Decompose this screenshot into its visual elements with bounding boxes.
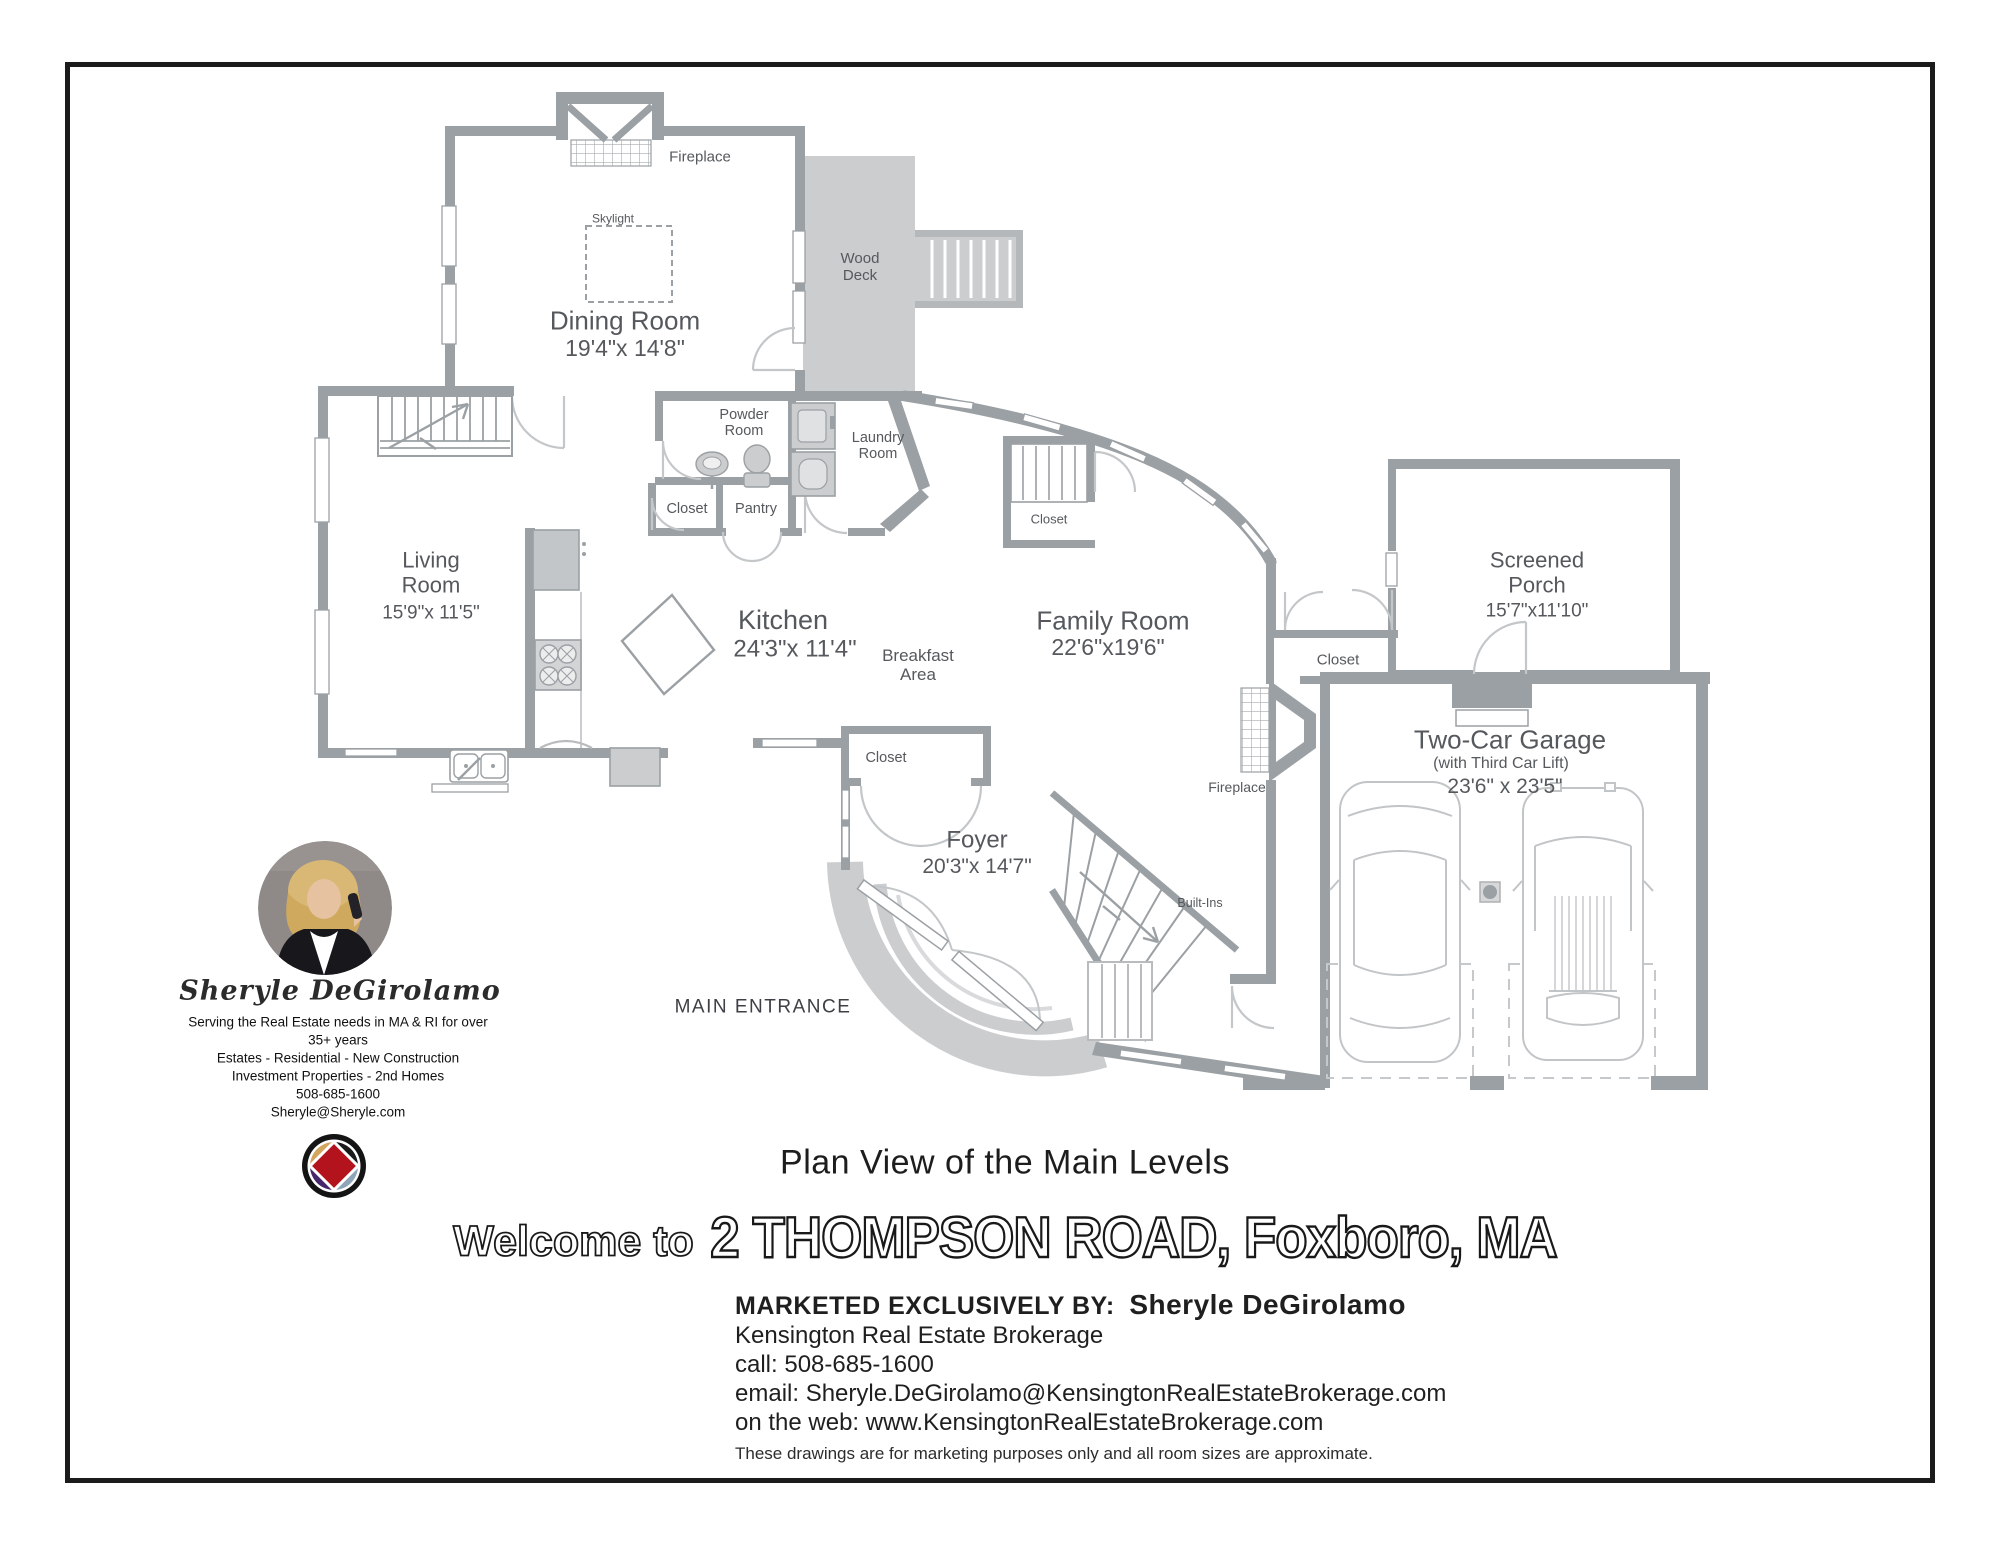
- agent-services-1: Estates - Residential - New Construction: [216, 1050, 460, 1066]
- contact-web: on the web: www.KensingtonRealEstateBrok…: [735, 1409, 1324, 1436]
- closet-center-label: Closet: [1030, 511, 1068, 527]
- room-label-wood-deck: Wood Deck: [840, 250, 880, 284]
- agent-tagline-1: Serving the Real Estate needs in MA & RI…: [188, 1014, 488, 1030]
- room-dims-garage: 23'6" x 23'5": [1447, 775, 1563, 799]
- fireplace-dining: [556, 92, 664, 167]
- agent-phone: 508-685-1600: [295, 1086, 381, 1102]
- room-dims-family: 22'6"x19'6": [1051, 634, 1165, 661]
- room-dims-screened-porch: 15'7"x11'10": [1485, 600, 1589, 622]
- skylight-outline: [585, 225, 673, 303]
- fireplace-family-label: Fireplace: [1208, 779, 1266, 796]
- stairs-upper-hall: [377, 395, 513, 457]
- room-dims-kitchen: 24'3"x 11'4": [733, 635, 857, 663]
- garage-entry-steps: [1455, 709, 1529, 727]
- brokerage-name: Kensington Real Estate Brokerage: [735, 1322, 1104, 1349]
- marketed-agent-name: Sheryle DeGirolamo: [1129, 1289, 1406, 1320]
- garage-parking-spaces: [1326, 963, 1656, 1079]
- welcome-prefix: Welcome to: [452, 1217, 694, 1267]
- car-suv: [1512, 782, 1654, 1061]
- wood-deck-area: [803, 156, 1023, 391]
- main-entrance-label: MAIN ENTRANCE: [674, 996, 852, 1018]
- disclaimer-text: These drawings are for marketing purpose…: [735, 1444, 1373, 1463]
- room-label-kitchen: Kitchen: [737, 604, 829, 635]
- room-label-laundry: Laundry Room: [851, 429, 905, 462]
- fireplace-family: [1240, 680, 1316, 782]
- entrance-steps: [1087, 961, 1153, 1041]
- room-label-garage: Two-Car Garage: [1413, 724, 1607, 755]
- room-label-breakfast: Breakfast Area: [882, 645, 954, 684]
- contact-email: email: Sheryle.DeGirolamo@KensingtonReal…: [735, 1380, 1447, 1407]
- agent-tagline-2: 35+ years: [308, 1032, 368, 1048]
- doors: [510, 326, 1528, 1030]
- marketing-contact-block: MARKETED EXCLUSIVELY BY: Sheryle DeGirol…: [735, 1290, 1446, 1464]
- agent-signature: Sheryle DeGirolamo: [179, 975, 501, 1007]
- room-label-pantry: Pantry: [735, 500, 777, 517]
- built-ins-label: Built-Ins: [1177, 896, 1223, 910]
- room-label-dining: Dining Room: [549, 305, 701, 336]
- agent-photo-image: [258, 841, 392, 975]
- welcome-address: 2 THOMPSON ROAD, Foxboro, MA: [709, 1205, 1559, 1271]
- room-dims-foyer: 20'3"x 14'7": [922, 855, 1032, 879]
- agent-services-2: Investment Properties - 2nd Homes: [231, 1068, 445, 1084]
- stairs-center: [1010, 443, 1088, 503]
- room-dims-dining: 19'4"x 14'8": [565, 335, 685, 362]
- room-sub-garage: (with Third Car Lift): [1433, 755, 1569, 773]
- car-lift-marker: [1479, 881, 1501, 903]
- powder-fixtures: [695, 444, 771, 489]
- marketed-by-label: MARKETED EXCLUSIVELY BY:: [735, 1292, 1115, 1320]
- kitchen-fixtures: [449, 529, 716, 787]
- room-dims-living: 15'9"x 11'5": [382, 602, 480, 624]
- closet-east-label: Closet: [1316, 651, 1360, 669]
- agent-photo: [258, 841, 392, 975]
- room-label-powder: Powder Room: [719, 406, 769, 439]
- closet-foyer-label: Closet: [865, 749, 907, 766]
- room-label-family: Family Room: [1036, 605, 1190, 636]
- contact-phone: call: 508-685-1600: [735, 1351, 934, 1378]
- fireplace-dining-label: Fireplace: [669, 148, 731, 166]
- plan-view-title: Plan View of the Main Levels: [780, 1143, 1230, 1182]
- room-label-foyer: Foyer: [946, 826, 1008, 854]
- page-border: [65, 62, 1935, 1483]
- windows: [314, 205, 1398, 1082]
- closet-hall-label: Closet: [666, 500, 708, 517]
- marketed-by-line: MARKETED EXCLUSIVELY BY: Sheryle DeGirol…: [735, 1290, 1446, 1321]
- car-sedan: [1329, 781, 1471, 1063]
- welcome-heading: Welcome to 2 THOMPSON ROAD, Foxboro, MA: [452, 1205, 1559, 1271]
- room-label-living: Living Room: [401, 547, 461, 597]
- brokerage-logo: [302, 1134, 366, 1198]
- skylight-label: Skylight: [591, 211, 635, 226]
- room-label-screened-porch: Screened Porch: [1489, 547, 1585, 597]
- laundry-appliances: [790, 402, 836, 497]
- main-entrance-fan: [827, 861, 1108, 1077]
- agent-email: Sheryle@Sheryle.com: [270, 1104, 406, 1120]
